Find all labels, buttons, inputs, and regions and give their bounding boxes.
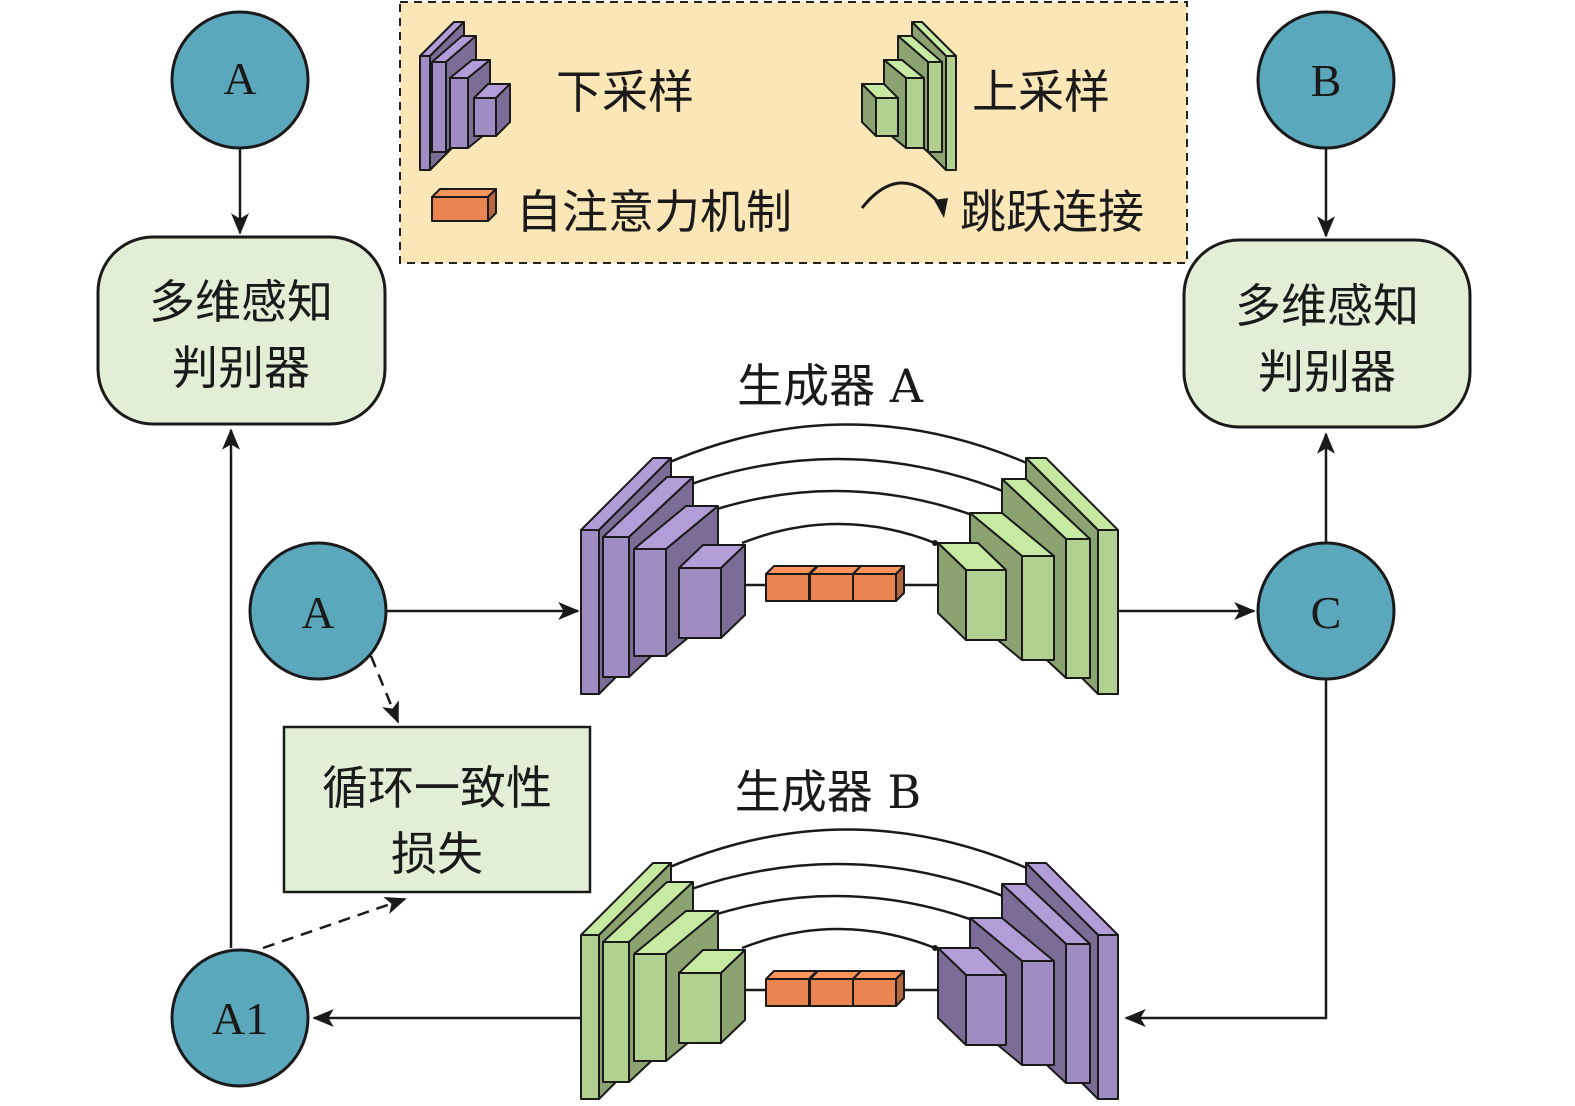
gen-a-decoder-block-4-front	[965, 569, 1007, 641]
attention-icon	[431, 188, 497, 222]
legend-attention-label: 自注意力机制	[516, 185, 792, 239]
loss-line2: 损失	[391, 827, 483, 881]
gen-b-skip-4	[741, 927, 936, 950]
node-a1: A1	[170, 948, 310, 1088]
discriminator-left-line1: 多维感知	[149, 275, 333, 329]
gen-b-skip-2	[666, 862, 1009, 900]
generator-a	[580, 423, 1119, 695]
gen-a-attention-block-3	[852, 565, 905, 602]
node-a-top: A	[170, 10, 310, 150]
legend-attention-block-front	[431, 196, 489, 222]
gen-b-attention-block-2-front	[809, 978, 854, 1007]
discriminator-right: 多维感知 判别器	[1182, 238, 1472, 429]
legend-up-block-2-front	[927, 61, 943, 153]
legend-down-block-2-front	[431, 61, 447, 153]
skip-arrowhead-icon	[934, 198, 948, 218]
node-c-label: C	[1311, 587, 1342, 638]
gen-b-skip-1	[651, 828, 1039, 877]
dashed-arrow-a-to-loss	[369, 655, 400, 724]
gen-a-skip-4-end	[932, 540, 938, 546]
loss-line1: 循环一致性	[322, 761, 552, 815]
gen-a-encoder-block-4	[678, 544, 746, 639]
node-b-top-label: B	[1311, 55, 1342, 106]
legend-attention-block	[431, 188, 497, 222]
node-b-top: B	[1256, 10, 1396, 150]
gen-b-decoder-block-3-front	[1021, 960, 1055, 1066]
gen-b-encoder-block-2-front	[602, 941, 630, 1083]
gen-a-encoder-block-1-front	[580, 529, 600, 695]
gen-a-encoder-block-3-front	[633, 548, 667, 657]
legend-down-block-1-front	[419, 55, 431, 171]
legend-down-block-3-front	[449, 77, 469, 149]
gen-a-skip-2	[666, 457, 1009, 495]
gen-a-decoder-block-3-front	[1021, 555, 1055, 661]
gen-b-skip-4-end	[932, 945, 938, 951]
legend-up-block-3-front	[905, 77, 925, 149]
gen-b-encoder-block-4-front	[678, 972, 722, 1044]
downsample-icon	[419, 21, 511, 171]
legend-up-block-4	[861, 83, 899, 137]
gen-b-encoder-block-4	[678, 949, 746, 1044]
discriminator-right-line2: 判别器	[1258, 345, 1396, 399]
discriminator-left-line2: 判别器	[172, 341, 310, 395]
cycle-consistency-loss-box: 循环一致性 损失	[282, 725, 592, 894]
gen-b-skip-3	[692, 894, 979, 924]
gen-b-attention-block-1-front	[765, 978, 810, 1007]
gen-a-attention-block-1-front	[765, 573, 810, 602]
generator-b	[580, 828, 1119, 1100]
gen-b-decoder-block-4-front	[965, 974, 1007, 1046]
node-c: C	[1256, 541, 1396, 681]
gen-a-encoder-block-2-front	[602, 536, 630, 678]
dashed-arrow-a1-to-loss	[262, 896, 407, 950]
node-a-input: A	[248, 541, 388, 681]
gen-a-encoder-block-4-front	[678, 567, 722, 639]
gen-a-decoder-block-2-front	[1065, 538, 1091, 679]
legend-upsample-label: 上采样	[972, 65, 1110, 119]
gen-b-decoder-block-4	[937, 947, 1007, 1046]
gen-a-decoder-block-4	[937, 542, 1007, 641]
gen-a-skip-4	[741, 522, 936, 545]
legend-skip-label: 跳跃连接	[960, 185, 1144, 239]
gen-b-attention-block-3	[852, 970, 905, 1007]
upsample-icon	[861, 21, 957, 171]
legend-up-block-1-front	[945, 55, 957, 171]
gen-b-decoder-block-1-front	[1097, 934, 1119, 1100]
legend: 下采样 上采样 自注意力机制 跳跃连接	[399, 1, 1188, 264]
gen-a-decoder-block-1-front	[1097, 529, 1119, 695]
legend-down-block-4	[473, 83, 511, 137]
legend-downsample-label: 下采样	[556, 65, 694, 119]
node-a-input-label: A	[301, 587, 334, 638]
legend-attention-block-top	[431, 188, 497, 198]
skip-connection-icon	[860, 181, 942, 209]
gen-a-attention-block-3-front	[852, 573, 897, 602]
connectors	[222, 148, 1335, 1027]
legend-box	[399, 1, 1188, 264]
discriminator-right-line1: 多维感知	[1235, 279, 1419, 333]
gen-b-encoder-block-3-front	[633, 953, 667, 1062]
gen-b-decoder-block-2-front	[1065, 943, 1091, 1084]
arrow-c-to-gen-b	[1124, 680, 1328, 1027]
gen-a-skip-3	[692, 489, 979, 519]
node-a1-label: A1	[212, 993, 268, 1044]
gen-b-encoder-block-1-front	[580, 934, 600, 1100]
legend-down-block-4-front	[473, 97, 497, 137]
node-a-top-label: A	[223, 53, 256, 104]
gen-b-attention-block-3-front	[852, 978, 897, 1007]
gen-a-skip-1	[651, 423, 1039, 472]
gen-a-attention-block-2-front	[809, 573, 854, 602]
generator-a-title: 生成器 A	[737, 359, 924, 413]
discriminator-left: 多维感知 判别器	[96, 235, 387, 426]
legend-up-block-4-front	[875, 97, 899, 137]
generator-b-title: 生成器 B	[735, 765, 921, 819]
